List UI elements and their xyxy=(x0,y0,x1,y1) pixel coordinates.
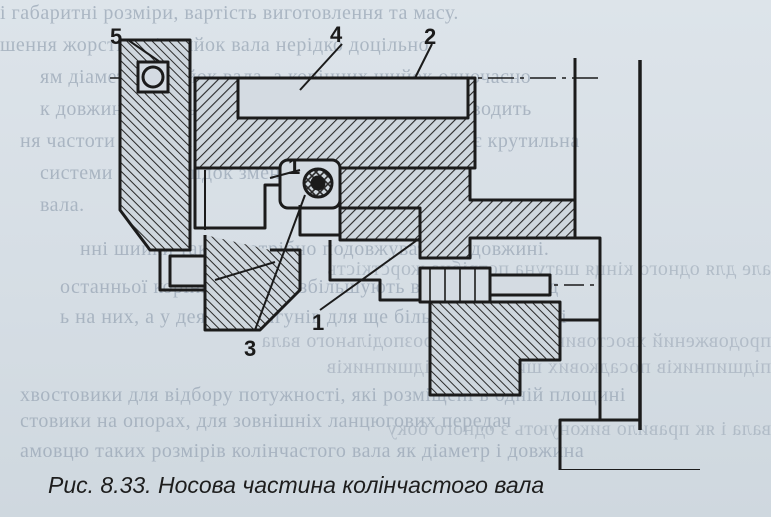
callout-3: 3 xyxy=(244,336,256,361)
bleed-line: стовики на опорах, для зовнішніх ланцюго… xyxy=(20,410,512,432)
figure-caption: Рис. 8.33. Носова частина колінчастого в… xyxy=(48,472,545,498)
callout-5: 5 xyxy=(110,24,122,49)
bleed-line: шення жорсткості шийок вала нерідко доці… xyxy=(0,34,430,56)
callout-1-upper: 1 xyxy=(288,154,300,179)
bleed-line: і габаритні розміри, вартість виготовлен… xyxy=(0,2,459,24)
callout-4: 4 xyxy=(330,22,343,47)
callout-2: 2 xyxy=(424,24,436,49)
callout-1-lower: 1 xyxy=(312,310,324,335)
crankshaft-front-drawing: 5 4 2 1 1 3 xyxy=(110,22,700,470)
bleed-line: вала. xyxy=(40,194,85,216)
bleed-line: амовцю таких розмірів колінчастого вала … xyxy=(20,440,585,462)
